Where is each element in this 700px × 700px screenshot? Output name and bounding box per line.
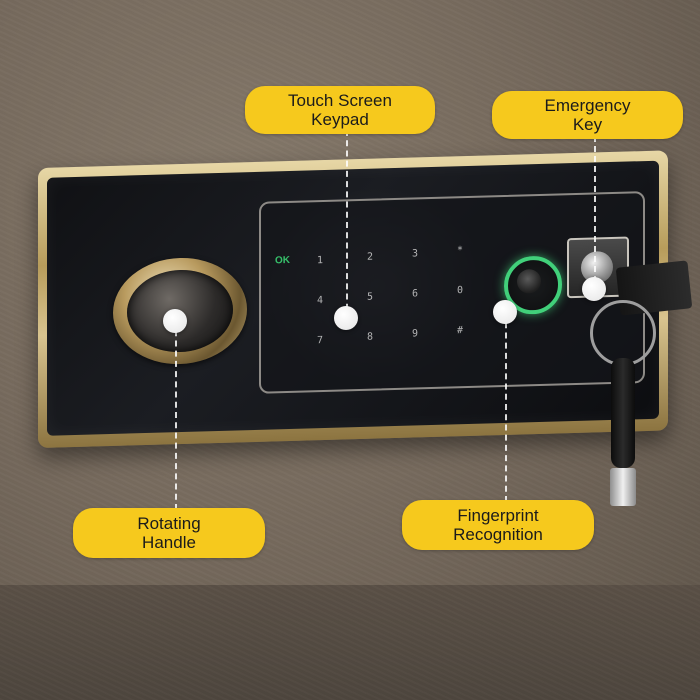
- keypad-marker: [334, 306, 358, 330]
- keypad-ok-indicator: OK: [275, 254, 290, 267]
- keypad-leader-line: [346, 130, 348, 320]
- safe-lower-surface: [0, 585, 700, 700]
- emergency-key-callout: Emergency Key: [492, 91, 683, 139]
- keypad-callout-text: Touch Screen Keypad: [288, 91, 392, 129]
- keypad-key: #: [456, 325, 464, 337]
- keypad-key: 9: [411, 328, 419, 340]
- lock-panel: OK 1 2 3 * 4 5 6 0 7 8 9 #: [47, 160, 659, 436]
- handle-leader-line: [175, 320, 177, 510]
- keypad-key: 6: [411, 288, 419, 300]
- handle-marker: [163, 309, 187, 333]
- keypad-key: 4: [316, 295, 324, 307]
- key-tip: [610, 468, 636, 506]
- keypad-callout: Touch Screen Keypad: [245, 86, 435, 134]
- key-ring: [590, 300, 656, 366]
- keypad-key: *: [456, 245, 464, 257]
- key-cable: [611, 358, 635, 468]
- fingerprint-callout: Fingerprint Recognition: [402, 500, 594, 550]
- emergency-key-leader-line: [594, 136, 596, 292]
- fingerprint-callout-text: Fingerprint Recognition: [453, 506, 543, 544]
- keypad-key: 0: [456, 285, 464, 297]
- keypad-key: 7: [316, 335, 324, 347]
- lock-panel-frame: OK 1 2 3 * 4 5 6 0 7 8 9 #: [38, 150, 668, 448]
- fingerprint-marker: [493, 300, 517, 324]
- fingerprint-pad: [517, 268, 541, 294]
- handle-callout-text: Rotating Handle: [137, 514, 201, 552]
- keypad-key: 8: [366, 331, 374, 343]
- fingerprint-leader-line: [505, 312, 507, 502]
- emergency-key-marker: [582, 277, 606, 301]
- emergency-key-callout-text: Emergency Key: [544, 96, 631, 134]
- keypad-key: 1: [316, 255, 324, 267]
- handle-callout: Rotating Handle: [73, 508, 265, 558]
- keypad-key: 2: [366, 251, 374, 263]
- keypad-key: 5: [366, 291, 374, 303]
- keypad-key: 3: [411, 248, 419, 260]
